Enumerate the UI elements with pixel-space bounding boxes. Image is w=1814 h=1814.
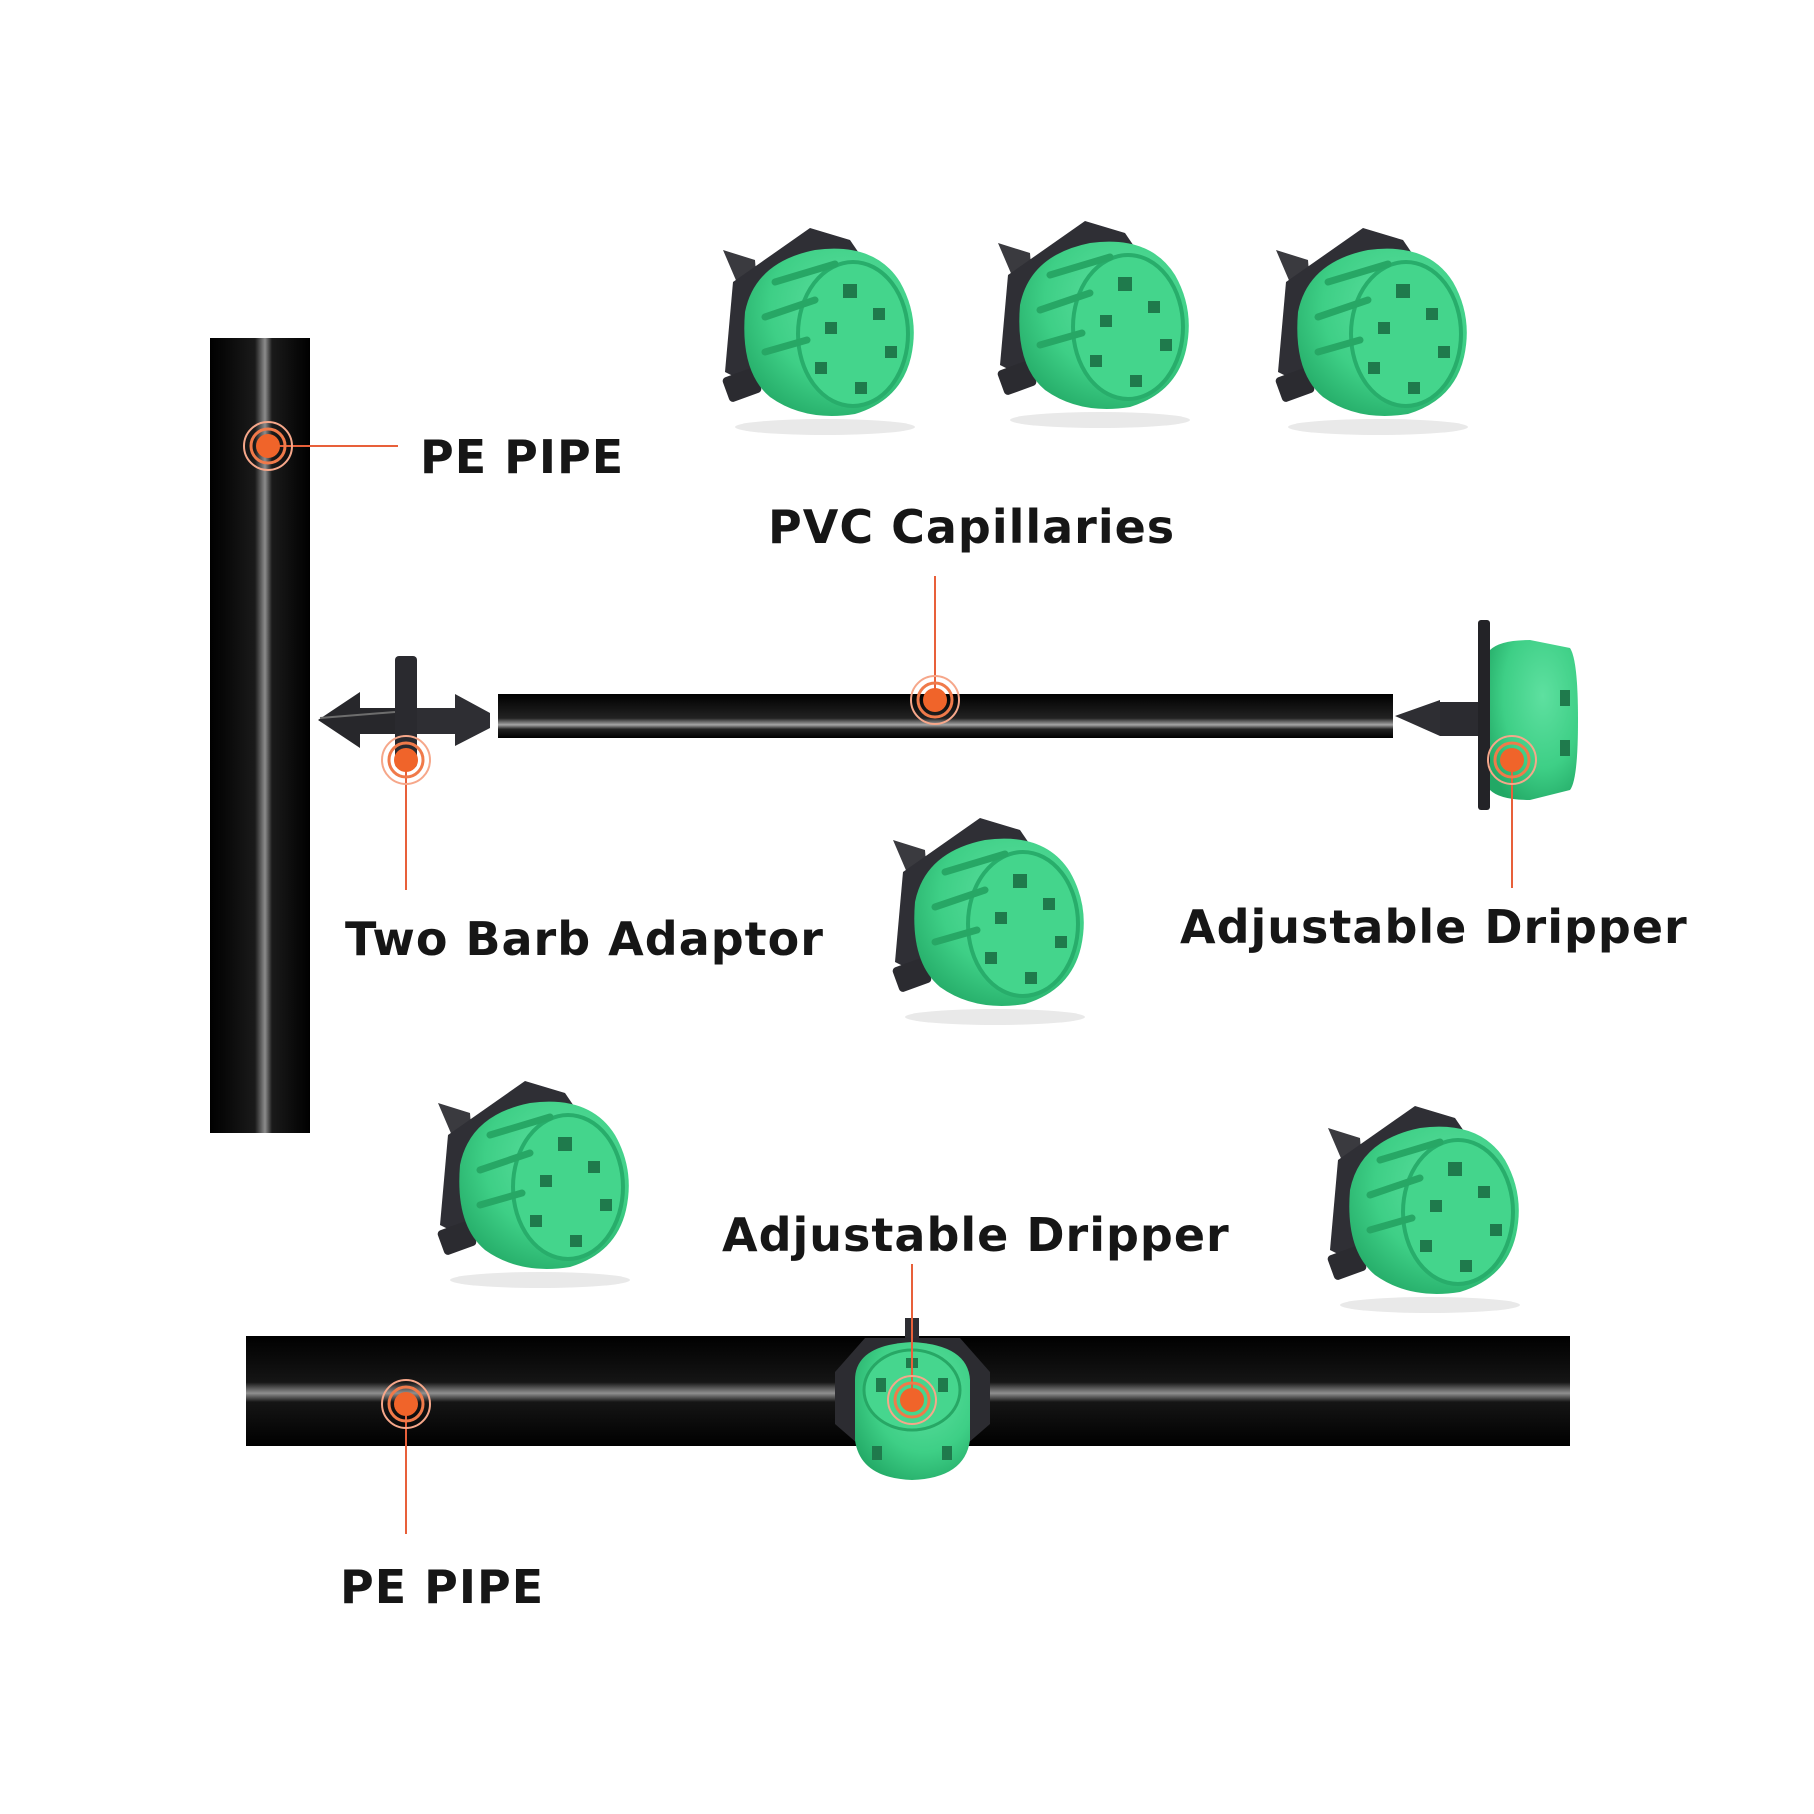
callout-dot-icon [886, 1374, 938, 1426]
callout-dot-icon [242, 420, 294, 472]
dripper-top-2-icon [997, 221, 1190, 428]
pe-pipe-label-bottom: PE PIPE [340, 1560, 545, 1614]
two-barb-adaptor-icon [318, 656, 490, 768]
callout-dot-icon [1486, 734, 1538, 786]
pe-pipe-vertical [210, 338, 310, 1133]
callout-dot-icon [380, 1378, 432, 1430]
dripper-bottom-right-icon [1327, 1106, 1520, 1313]
dripper-middle-icon [892, 818, 1085, 1025]
pvc-capillaries-label: PVC Capillaries [768, 500, 1176, 554]
dripper-bottom-left-icon [437, 1081, 630, 1288]
adjustable-dripper-label-right: Adjustable Dripper [1180, 900, 1688, 954]
adjustable-dripper-label-bottom: Adjustable Dripper [722, 1208, 1230, 1262]
pe-pipe-label-top: PE PIPE [420, 430, 625, 484]
callout-lines [268, 445, 1513, 1534]
callout-dot-icon [380, 734, 432, 786]
two-barb-adaptor-label: Two Barb Adaptor [345, 912, 824, 966]
dripper-top-1-icon [722, 228, 915, 435]
dripper-top-3-icon [1275, 228, 1468, 435]
adjustable-dripper-side-icon [1395, 620, 1578, 810]
callout-dot-icon [909, 674, 961, 726]
